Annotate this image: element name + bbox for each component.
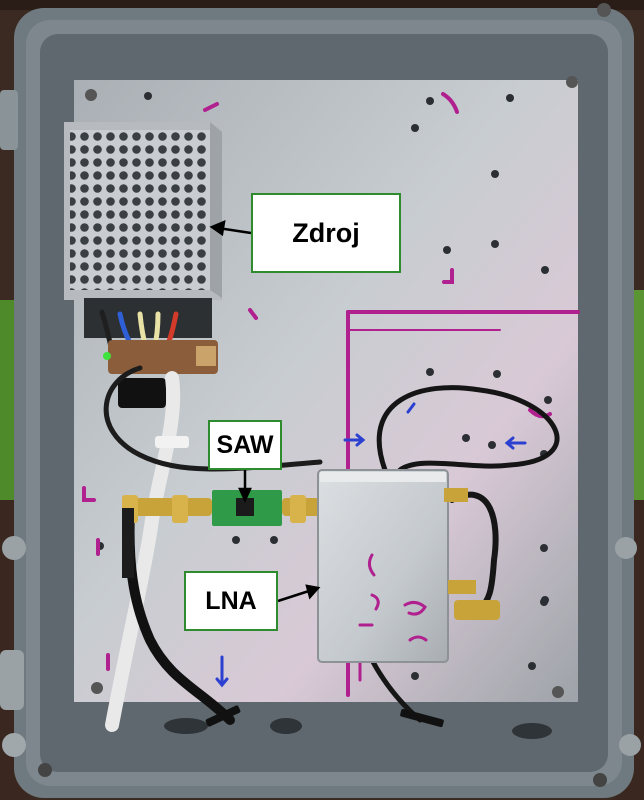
callout-lna-label: LNA (205, 586, 257, 615)
power-supply (64, 122, 222, 408)
marker-blue-arrows (215, 402, 527, 688)
zip-ties (205, 705, 444, 728)
callout-saw-label: SAW (216, 430, 274, 459)
callout-zdroj-label: Zdroj (292, 217, 360, 248)
callout-arrows (209, 219, 321, 603)
saw-filter (122, 490, 320, 578)
callout-saw: SAW (208, 420, 282, 470)
lna-box (317, 469, 500, 663)
callout-zdroj: Zdroj (251, 193, 401, 273)
callout-lna: LNA (184, 571, 278, 631)
